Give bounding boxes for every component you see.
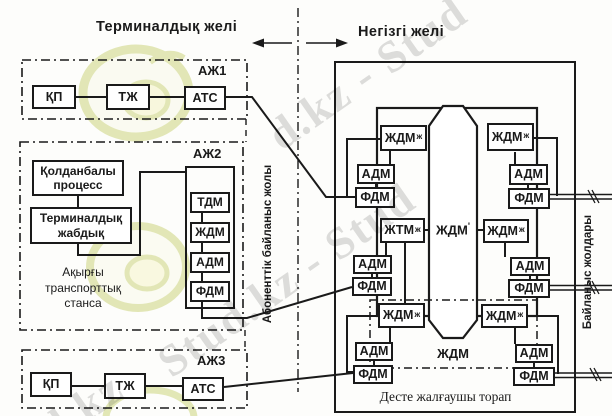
terminal-equipment-box: Терминалдық жабдық [30,207,132,244]
az3-kp-box: ҚП [30,372,72,397]
fdm-box-r3: ФДМ [513,367,555,386]
az2-adm-box: АДМ [190,252,230,273]
az1-links [76,96,356,198]
adm-box-l3: АДМ [355,342,393,361]
az3-frame [21,349,248,409]
fdm-box-l3: ФДМ [353,365,393,384]
az3-links [72,372,354,388]
az2-label: АЖ2 [193,146,222,161]
zhdm-label: ЖДМ [487,223,518,238]
zhdm-sup: ' [467,221,470,231]
core-internal-links [346,137,559,374]
az2-fdm-box: ФДМ [190,281,230,302]
adm-box-l1: АДМ [357,164,395,184]
fdm-box-l2: ФДМ [352,277,392,296]
fdm-box-l1: ФДМ [355,187,395,208]
az3-ats-box: АТС [182,377,224,401]
zhdm-label: ЖДМ [485,308,517,323]
az2-zhdm-box: ЖДМ [190,222,230,243]
trunk-break-marks [587,189,602,382]
az2-tdm-box: ТДМ [190,192,230,213]
fdm-box-r1: ФДМ [508,188,550,209]
adm-box-r2: АДМ [510,257,550,276]
adm-box-r3: АДМ [515,344,553,363]
central-switch-shape [427,104,479,340]
zhtm-label: ЖТМ [384,223,414,237]
az3-tzh-box: ТЖ [104,373,146,399]
core-network-frame [334,61,576,413]
abonent-boundary-line [244,119,247,350]
adm-box-r1: АДМ [509,164,548,185]
az1-tzh-box: ТЖ [106,84,150,110]
central-switch-label: ЖДМ' [430,221,476,237]
az1-ats-box: АТС [184,86,226,110]
fdm-box-r2: ФДМ [508,279,550,298]
az3-label: АЖ3 [197,353,226,368]
az1-frame [21,59,248,120]
zhdm-label: ЖДМ [491,129,523,144]
trunk-lines-label: Байланыс жолдары [582,214,594,330]
end-transport-station-caption: Ақырғы транспорттық станса [45,265,121,311]
az1-kp-box: ҚП [32,85,76,109]
application-process-box: Қолданбалы процесс [32,160,124,196]
core-network-title: Негізгі желі [358,24,445,40]
zhdm-label: ЖДМ [384,130,416,145]
az2-links [77,166,353,319]
logo-watermark-icon [78,44,198,416]
az1-label: АЖ1 [198,63,227,78]
terminal-network-title: Терминалдық желі [96,19,238,35]
trunk-lines [550,193,612,379]
packet-node-zhdm-label: ЖДМ [437,346,469,361]
zhdm-label: ЖДМ [436,222,468,238]
packet-node-frame [369,299,538,369]
abonent-line-label: Абоненттік байланыс жолы [262,164,274,324]
arrowheads [252,38,348,48]
az2-frame [19,141,244,331]
packet-node-caption: Десте жалғаушы торап [379,389,512,404]
zhdm-label: ЖДМ [382,308,414,322]
adm-box-l2: АДМ [353,255,392,274]
